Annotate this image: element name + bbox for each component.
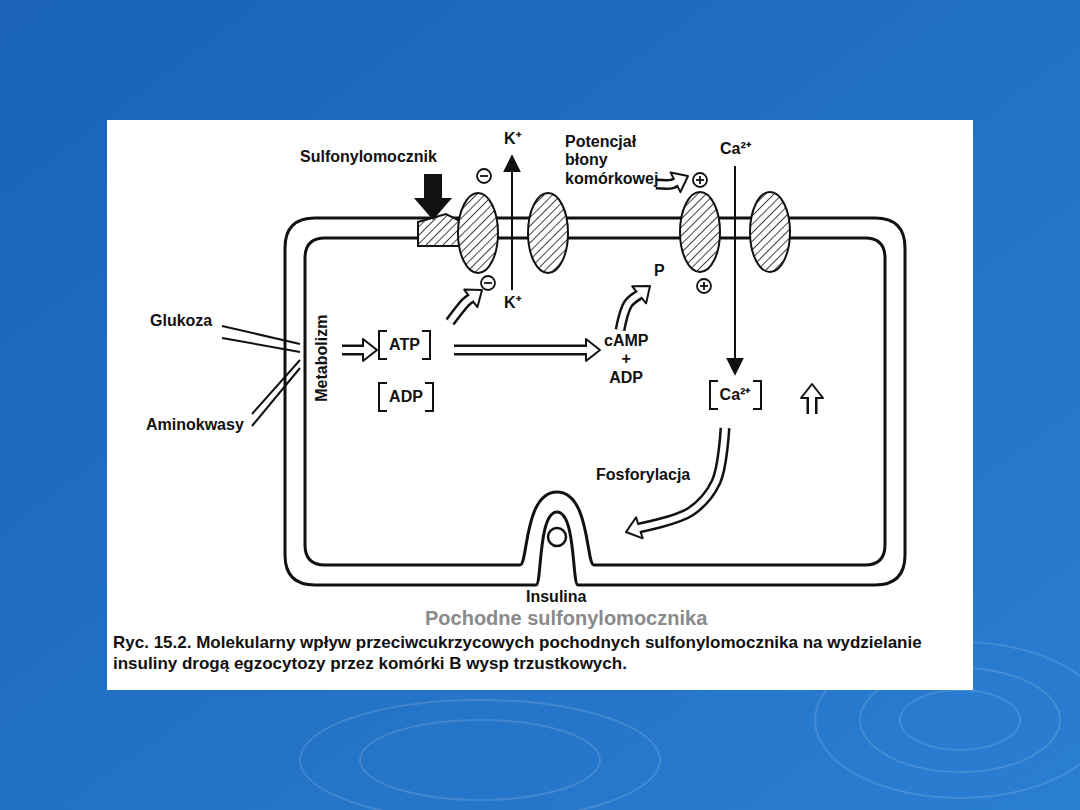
ca-influx-arrow: [734, 166, 736, 374]
node-text: ADP: [389, 388, 423, 406]
scanned-page: [107, 120, 973, 690]
drug-label: Sulfonylomocznik: [300, 148, 437, 166]
ion-label: K⁺: [504, 130, 521, 148]
activation-sign: [693, 173, 707, 187]
node-text: Ca²⁺: [720, 386, 751, 404]
phosphorylation-arrow: [626, 428, 725, 538]
ion-label: K⁺: [504, 294, 521, 312]
camp-to-p-arrow: [620, 286, 650, 330]
ca-channel: [680, 192, 720, 272]
release-arrow: [801, 384, 823, 414]
sulfonylurea-drug: [414, 174, 452, 220]
substrate-label: Aminokwasy: [146, 416, 244, 434]
activation-sign: [697, 279, 711, 293]
concentration-bracket: ATP: [378, 330, 431, 360]
substrate-label: Glukoza: [150, 312, 212, 330]
process-label: Metabolizm: [314, 314, 332, 401]
insulin-granule: [548, 528, 566, 546]
sulfonylurea-receptor: [418, 214, 462, 246]
process-label: Fosforylacja: [596, 466, 690, 484]
k-channel: [458, 193, 498, 273]
cell-membrane-inner: [305, 238, 885, 565]
figure-caption: Ryc. 15.2. Molekularny wpływ przeciwcukr…: [113, 632, 963, 674]
ion-label: Ca²⁺: [720, 140, 751, 158]
atp-to-camp-arrow: [454, 339, 600, 361]
metabolism-arrow: [342, 339, 377, 361]
nutrient-lines: [222, 326, 300, 426]
potential-label: Potencjał błony komórkowej: [565, 133, 658, 188]
node-text: ATP: [389, 336, 420, 354]
k-efflux-arrow: [511, 156, 513, 290]
k-channel: [528, 193, 568, 273]
product-label: cAMP + ADP: [604, 332, 648, 387]
concentration-bracket: ADP: [378, 382, 434, 412]
atp-to-channel-arrow: [450, 290, 482, 322]
ca-channel: [750, 192, 790, 272]
cell-membrane-outer: [285, 218, 905, 585]
concentration-bracket: Ca²⁺: [709, 380, 762, 410]
inhibition-sign: [481, 276, 495, 290]
page-heading-bleed: Pochodne sulfonylomocznika: [425, 607, 707, 630]
hormone-label: Insulina: [526, 588, 586, 606]
inhibition-sign: [477, 169, 491, 183]
potential-arrow: [656, 172, 688, 192]
phosphate-label: P: [654, 262, 665, 280]
